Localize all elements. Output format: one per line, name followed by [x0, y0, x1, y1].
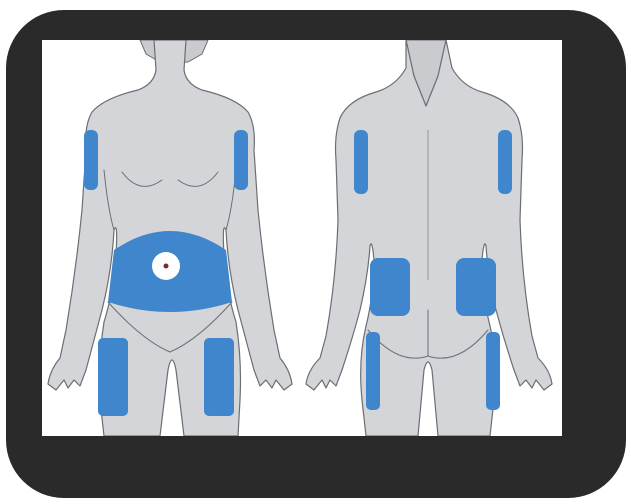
- illustration-panel: [42, 40, 562, 436]
- back-site-upper-arm-right: [498, 130, 512, 194]
- back-site-buttock-right: [456, 258, 496, 316]
- front-site-thigh-right: [204, 338, 234, 416]
- front-body-view: [48, 40, 292, 436]
- front-navel-dot: [164, 264, 169, 269]
- back-site-thigh-right: [486, 332, 500, 410]
- front-site-thigh-left: [98, 338, 128, 416]
- front-site-upper-arm-left: [84, 130, 98, 190]
- back-site-thigh-left: [366, 332, 380, 410]
- back-site-buttock-left: [370, 258, 410, 316]
- front-site-upper-arm-right: [234, 130, 248, 190]
- back-torso: [306, 40, 552, 436]
- back-site-upper-arm-left: [354, 130, 368, 194]
- injection-sites-illustration: [42, 40, 562, 436]
- back-body-view: [306, 40, 552, 436]
